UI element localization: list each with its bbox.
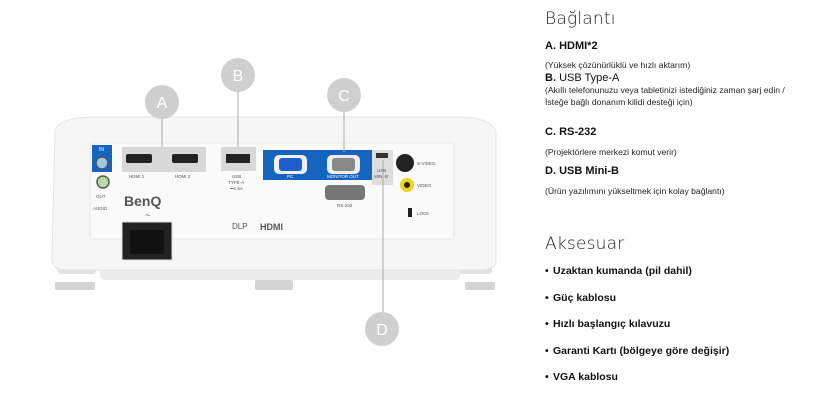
connection-item-c: C. RS-232 [545, 126, 597, 138]
hdmi-logo: HDMI [260, 222, 283, 232]
connection-title: Bağlantı [545, 9, 616, 29]
svg-text:USB: USB [232, 174, 241, 179]
connection-item-d: D. USB Mini-B [545, 165, 619, 177]
svg-text:HDMI 2: HDMI 2 [175, 174, 191, 179]
svg-text:B: B [233, 68, 244, 85]
svg-text:HDMI 1: HDMI 1 [129, 174, 145, 179]
svg-text:OUT: OUT [96, 194, 106, 199]
svg-text:C: C [338, 88, 350, 105]
accessory-item: •Güç kablosu [545, 292, 617, 304]
accessories-title: Aksesuar [545, 234, 625, 254]
benq-logo: BenQ [124, 193, 161, 209]
svg-text:TYPE-A: TYPE-A [228, 180, 244, 185]
svg-text:PC: PC [287, 174, 294, 179]
accessory-item: •Uzaktan kumanda (pil dahil) [545, 265, 692, 277]
svg-text:⎓1.5A: ⎓1.5A [230, 186, 243, 191]
projector-rear-image: IN OUT AUDIO HDMI 1 HDMI 2 BenQ USB TYPE… [51, 58, 497, 346]
callout-d: D [365, 312, 399, 346]
callout-a: A [145, 85, 179, 119]
svg-text:MONITOR OUT: MONITOR OUT [327, 174, 359, 179]
svg-text:S-VIDEO: S-VIDEO [417, 161, 436, 166]
svg-text:USB: USB [377, 168, 386, 173]
svg-text:AUDIO: AUDIO [93, 206, 108, 211]
connection-item-d-desc: (Ürün yazılımını yükseltmek için kolay b… [545, 186, 725, 196]
svg-text:A: A [157, 95, 168, 112]
callout-c: C [327, 78, 361, 112]
connection-item-c-desc: (Projektörlere merkezi komut verir) [545, 147, 677, 157]
svg-text:LOCK: LOCK [417, 211, 429, 216]
connection-item-a: A. HDMI*2 [545, 40, 598, 52]
accessory-item: •Garanti Kartı (bölgeye göre değişir) [545, 345, 730, 357]
svg-text:IN: IN [99, 147, 104, 153]
rs232-port [325, 185, 365, 200]
svg-text:D: D [376, 322, 388, 339]
svg-text:MINI-B: MINI-B [374, 174, 388, 179]
dlp-logo: DLP [232, 222, 248, 231]
svg-text:RS-232: RS-232 [337, 203, 353, 208]
svg-text:VIDEO: VIDEO [417, 183, 432, 188]
connection-item-b-desc: (Akıllı telefonunuzu veya tabletinizi is… [545, 85, 785, 107]
callout-b: B [221, 58, 255, 92]
accessory-item: •Hızlı başlangıç kılavuzu [545, 318, 671, 330]
connection-item-b: B. USB Type-A [545, 72, 620, 84]
accessory-item: •VGA kablosu [545, 371, 618, 383]
svg-text:~: ~ [145, 210, 150, 220]
connection-item-a-desc: (Yüksek çözünürlüklü ve hızlı aktarım) [545, 60, 691, 70]
